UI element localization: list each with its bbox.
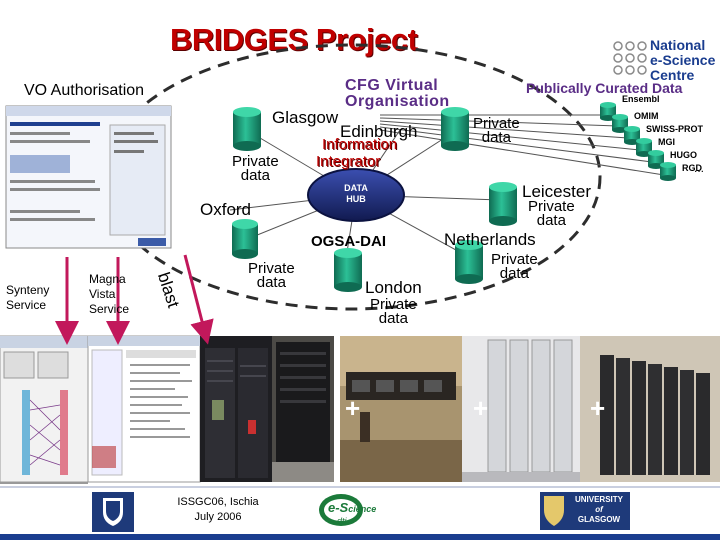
nesc-logo-text: National e-Science Centre — [650, 38, 715, 83]
private-db-icon — [441, 107, 469, 151]
data-hub-label: DATA HUB — [336, 183, 376, 205]
site-oxford: Oxford — [200, 200, 252, 219]
escience-suffix: cience — [348, 504, 377, 514]
source-hugo: HUGO — [670, 150, 697, 160]
data-label: data — [536, 212, 566, 229]
magna-vista-screenshot — [87, 335, 201, 483]
glasgow-logo-text: UNIVERSITY of GLASGOW — [570, 495, 628, 525]
data-label: data — [481, 129, 511, 146]
ogsa-dai-label: OGSA-DAI — [311, 233, 386, 250]
glasgow-logo-line-1: UNIVERSITY — [574, 495, 623, 504]
site-london: London — [365, 278, 422, 297]
private-label: Private — [491, 251, 538, 268]
glasgow-logo-box — [568, 492, 630, 530]
source-mgi: MGI — [658, 137, 675, 147]
edinburgh-crest-icon — [92, 492, 134, 532]
magna-vista-service-label: Magna Vista Service — [89, 272, 129, 317]
source-rgd: RGD — [682, 163, 702, 173]
glasgow-logo-line-3: GLASGOW — [577, 515, 621, 524]
synteny-line-2: Service — [6, 298, 47, 312]
site-leicester: Leicester — [522, 182, 591, 201]
private-label: Private — [473, 115, 520, 132]
site-glasgow: Glasgow — [272, 108, 339, 127]
plus-sign-1: + — [345, 393, 361, 423]
plus-sign-2: + — [473, 393, 489, 423]
data-label: data — [499, 265, 529, 282]
footer-event-text: ISSGC06, Ischia July 2006 — [168, 495, 268, 525]
dti-label: dti — [337, 516, 347, 526]
data-label: data — [240, 167, 270, 184]
magna-line-3: Service — [89, 302, 130, 316]
curated-cylinders — [600, 102, 676, 181]
nesc-line-2: e-Science — [650, 52, 716, 68]
leicester-db-icon — [489, 182, 517, 226]
private-label: Private — [232, 153, 279, 170]
london-db-icon — [334, 248, 362, 292]
nesc-line-1: National — [650, 37, 706, 53]
plus-sign-3: + — [590, 393, 606, 423]
server-photo-1 — [200, 336, 272, 482]
curated-links — [379, 114, 665, 176]
glasgow-logo-line-2: of — [595, 505, 603, 514]
cfg-vo-title: CFG Virtual Organisation — [345, 78, 450, 110]
footer-line-1: ISSGC06, Ischia — [177, 496, 259, 508]
site-edinburgh: Edinburgh — [340, 122, 418, 141]
data-hub-line-1: DATA — [344, 183, 368, 193]
escience-logo-icon — [319, 494, 363, 526]
private-label: Private — [248, 260, 295, 277]
server-photo-4 — [462, 336, 580, 482]
private-label: Private — [528, 198, 575, 215]
server-photo-2 — [272, 336, 334, 482]
database-cylinders — [232, 107, 517, 292]
magna-line-2: Vista — [89, 287, 116, 301]
glasgow-crest-icon — [540, 492, 568, 530]
info-integrator-line-2: Integrator — [316, 153, 381, 170]
escience-logo-text: e-Science — [328, 500, 376, 515]
escience-prefix: e-S — [328, 500, 349, 515]
page-title: BRIDGES Project — [170, 22, 418, 57]
glasgow-db-icon — [233, 107, 261, 151]
synteny-service-label: Synteny Service — [6, 283, 49, 313]
private-label: Private — [370, 296, 417, 313]
magna-line-1: Magna — [89, 272, 126, 286]
nesc-line-3: Centre — [650, 67, 695, 83]
publically-curated-label: Publically Curated Data — [526, 80, 683, 96]
netherlands-db-icon — [455, 240, 483, 284]
server-photo-5 — [580, 336, 720, 482]
server-photo-3 — [340, 336, 462, 482]
site-netherlands: Netherlands — [444, 230, 536, 249]
synteny-line-1: Synteny — [6, 283, 50, 297]
info-integrator-line-1: Information — [322, 136, 398, 153]
data-label: data — [378, 310, 408, 327]
data-label: data — [256, 274, 286, 291]
source-omim: OMIM — [634, 111, 659, 121]
vo-portal-screenshot — [5, 105, 172, 249]
data-hub-line-2: HUB — [346, 194, 366, 204]
footer-stripe — [0, 534, 720, 540]
data-hub-icon — [307, 168, 405, 222]
synteny-screenshot — [0, 335, 89, 484]
oxford-db-icon — [232, 219, 258, 259]
cfg-line-1: CFG Virtual — [345, 77, 439, 94]
nesc-logo-icon — [613, 41, 647, 75]
footer-line-2: July 2006 — [194, 511, 242, 523]
cfg-line-2: Organisation — [345, 93, 450, 110]
source-swissprot: SWISS-PROT — [646, 124, 704, 134]
source-more: ... — [694, 161, 705, 175]
service-arrows — [55, 254, 214, 345]
source-ensembl: Ensembl — [622, 94, 660, 104]
information-integrator-label: Information Integrator — [316, 136, 398, 170]
vo-authorisation-label: VO Authorisation — [24, 82, 145, 99]
